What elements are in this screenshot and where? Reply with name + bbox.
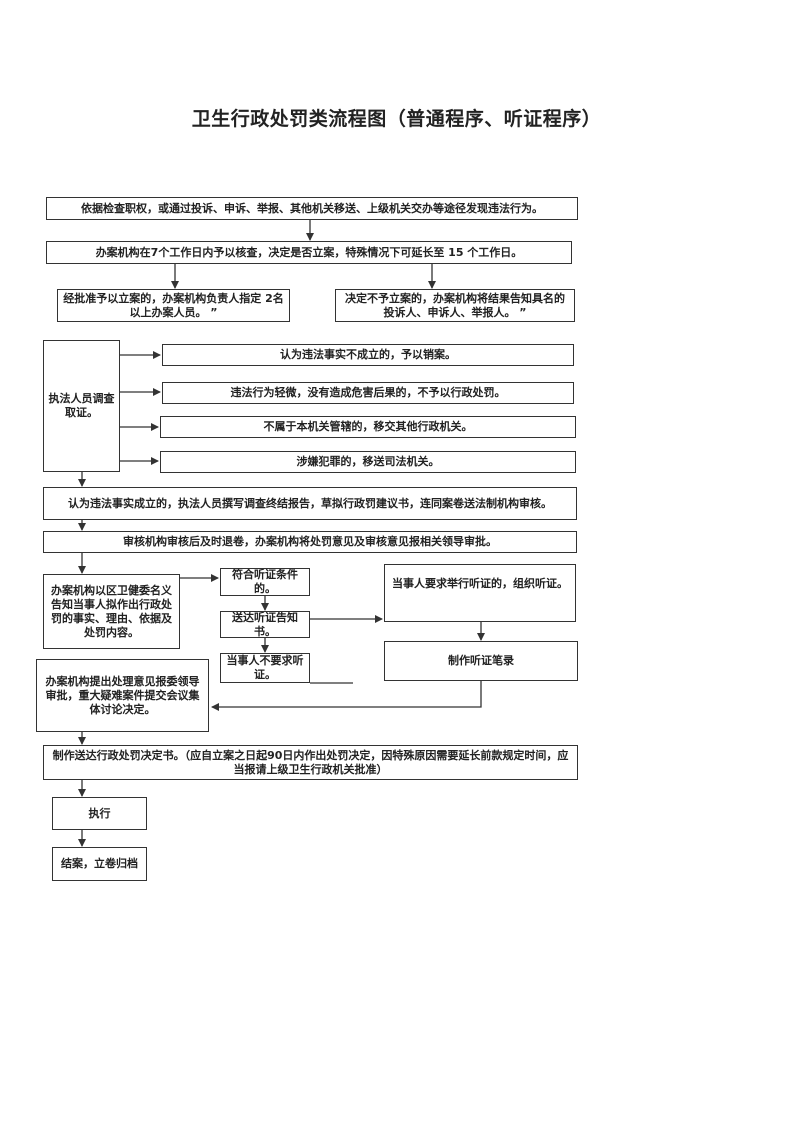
- transfer-node: 不属于本机关管辖的，移交其他行政机关。: [160, 416, 576, 438]
- hearing-record-node: 制作听证笔录: [384, 641, 578, 681]
- handling-opinion-node: 办案机构提出处理意见报委领导审批，重大疑难案件提交会议集体讨论决定。: [36, 659, 209, 732]
- request-hearing-node: 当事人要求举行听证的，组织听证。: [384, 564, 576, 622]
- legal-review-node: 审核机构审核后及时退卷，办案机构将处罚意见及审核意见报相关领导审批。: [43, 531, 577, 553]
- execute-node: 执行: [52, 797, 147, 830]
- no-hearing-node: 当事人不要求听证。: [220, 653, 310, 683]
- approve-case-node: 经批准予以立案的，办案机构负责人指定 2名以上办案人员。 ”: [57, 289, 290, 322]
- judicial-transfer-node: 涉嫌犯罪的，移送司法机关。: [160, 451, 576, 473]
- established-node: 认为违法事实成立的，执法人员撰写调查终结报告，草拟行政罚建议书，连同案卷送法制机…: [43, 487, 577, 520]
- not-established-node: 认为违法事实不成立的，予以销案。: [162, 344, 574, 366]
- close-case-node: 结案，立卷归档: [52, 847, 147, 881]
- page-title: 卫生行政处罚类流程图（普通程序、听证程序）: [191, 108, 602, 130]
- review-case-node: 办案机构在7个工作日内予以核查，决定是否立案，特殊情况下可延长至 15 个工作日…: [46, 241, 572, 264]
- minor-violation-node: 违法行为轻微，没有造成危害后果的，不予以行政处罚。: [162, 382, 574, 404]
- penalty-decision-node: 制作送达行政处罚决定书。（应自立案之日起90日内作出处罚决定，因特殊原因需要延长…: [43, 745, 578, 780]
- hearing-notice-node: 送达听证告知书。: [220, 611, 310, 638]
- investigate-node: 执法人员调查取证。: [43, 340, 120, 472]
- notify-party-node: 办案机构以区卫健委名义告知当事人拟作出行政处罚的事实、理由、依据及处罚内容。: [43, 574, 180, 649]
- discover-violation-node: 依据检查职权，或通过投诉、申诉、举报、其他机关移送、上级机关交办等途径发现违法行…: [46, 197, 578, 220]
- reject-case-node: 决定不予立案的，办案机构将结果告知具名的投诉人、申诉人、举报人。 ”: [335, 289, 575, 322]
- hearing-eligible-node: 符合听证条件的。: [220, 568, 310, 596]
